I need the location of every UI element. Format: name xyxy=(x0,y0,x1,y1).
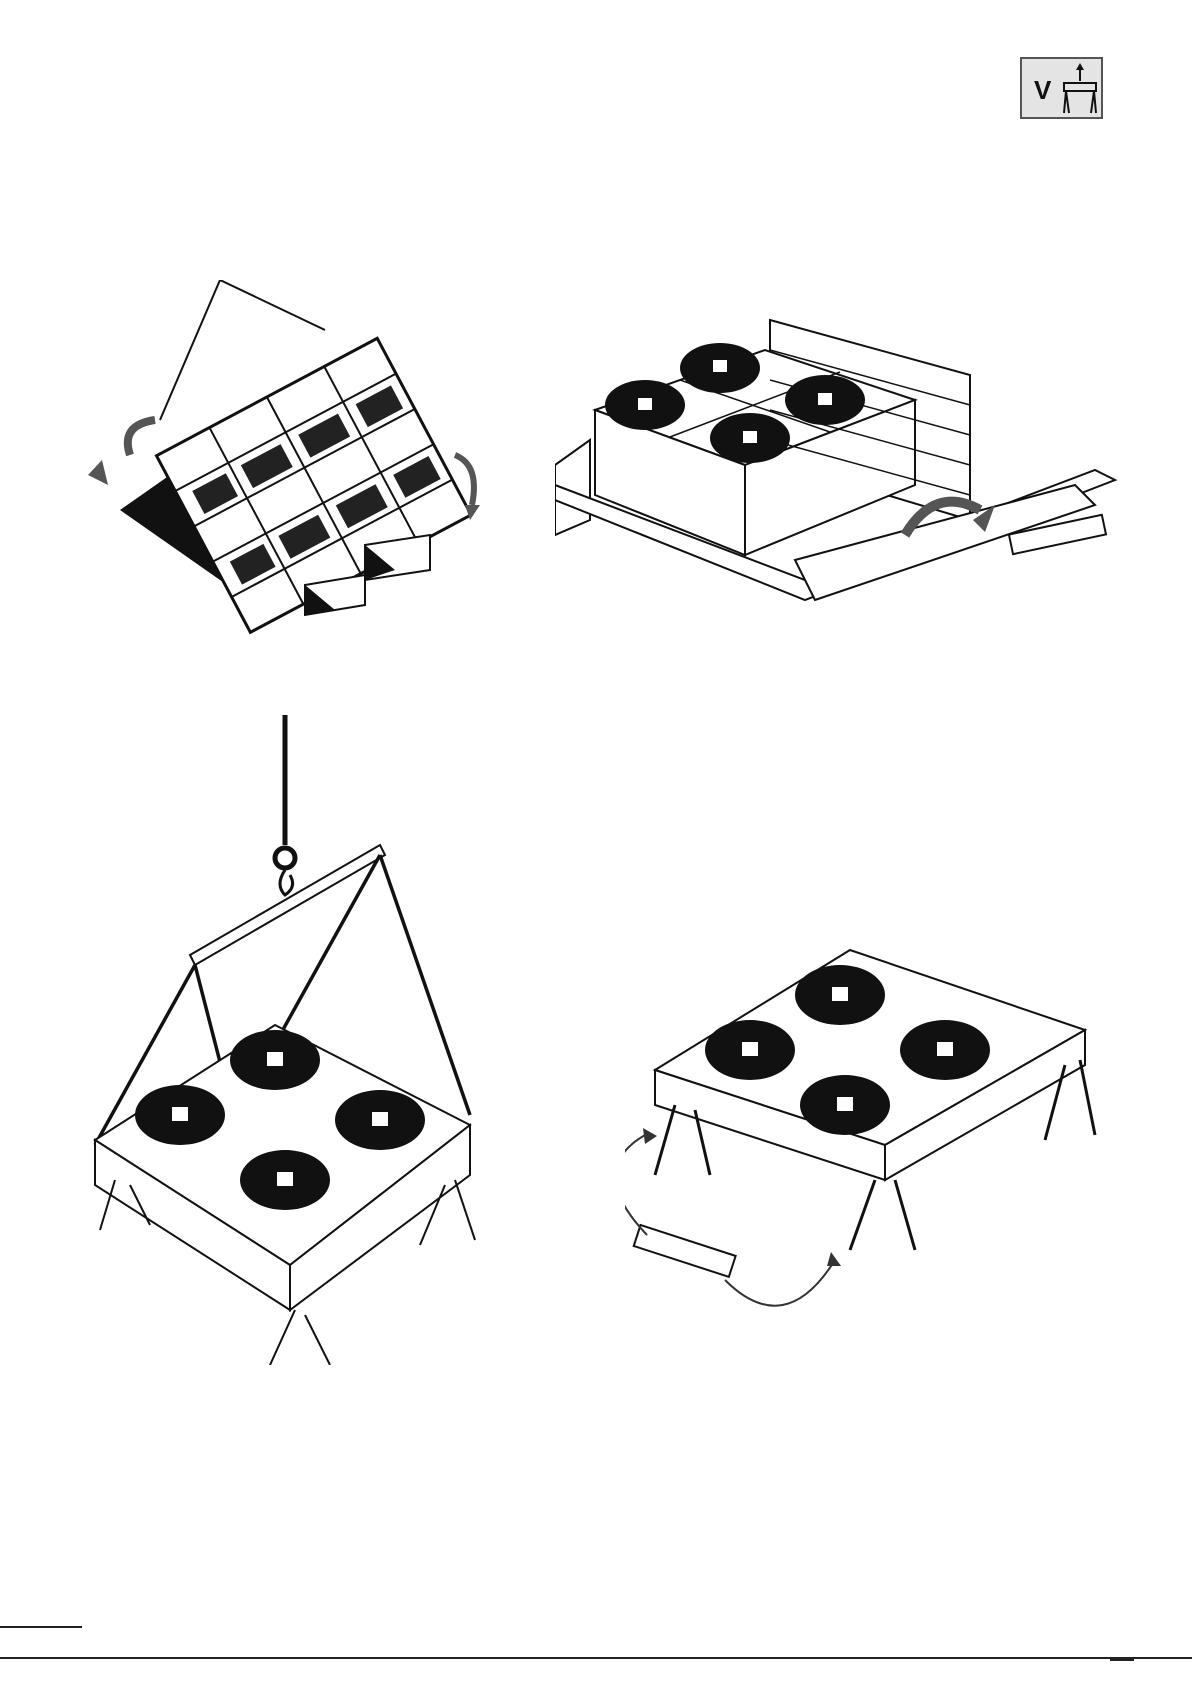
footer-rule-short xyxy=(0,1626,82,1628)
crate-tilt-illustration xyxy=(60,280,500,640)
orientation-badge: V xyxy=(1020,57,1103,119)
unit-lift-up-icon xyxy=(1060,63,1100,115)
crate-unpack-illustration xyxy=(555,310,1125,630)
badge-letter: V xyxy=(1034,77,1051,103)
crane-lift-illustration xyxy=(75,715,515,1365)
footer-tick xyxy=(1110,1657,1134,1661)
footer-rule xyxy=(0,1657,1192,1659)
legs-mount-illustration xyxy=(625,910,1105,1330)
